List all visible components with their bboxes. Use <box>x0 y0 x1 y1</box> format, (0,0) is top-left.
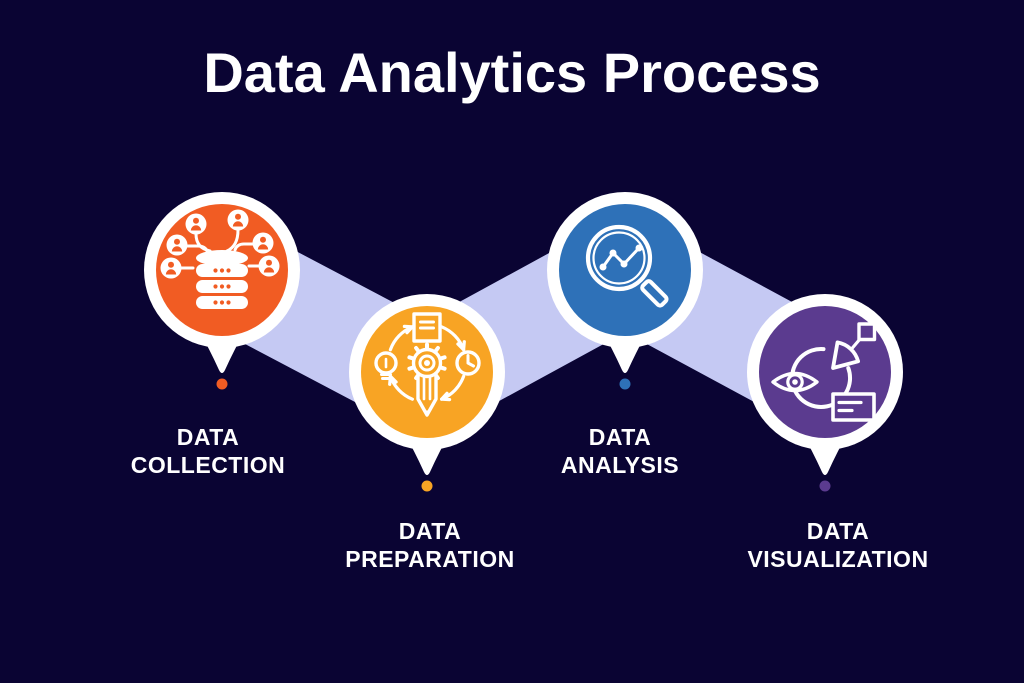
stage-pin-data-analysis <box>547 192 703 373</box>
user-bubbles <box>160 209 280 279</box>
stage-dot-data-collection <box>216 378 228 390</box>
page-title: Data Analytics Process <box>203 41 821 104</box>
stage-label-line: DATA <box>806 518 870 544</box>
stage-label-data-preparation: DATA PREPARATION <box>270 517 590 573</box>
stage-pin-data-preparation <box>349 294 505 475</box>
database-users-icon <box>160 209 280 309</box>
stage-label-data-visualization: DATA VISUALIZATION <box>678 517 998 573</box>
stage-pin-data-collection <box>144 192 300 373</box>
pie-chart-eye-icon <box>771 322 877 422</box>
pin-fill <box>559 204 691 336</box>
stage-label-line: DATA <box>588 424 652 450</box>
stage-label-line: COLLECTION <box>130 452 286 478</box>
stage-dot-data-preparation <box>421 480 433 492</box>
stage-dot-data-analysis <box>619 378 631 390</box>
stage-label-data-collection: DATA COLLECTION <box>48 423 368 479</box>
connector-ribbon <box>197 211 851 441</box>
stage-dot-data-visualization <box>819 480 831 492</box>
process-gear-pencil-icon <box>374 312 481 417</box>
stage-label-line: DATA <box>398 518 462 544</box>
stage-label-line: PREPARATION <box>345 546 515 572</box>
stage-label-line: VISUALIZATION <box>747 546 929 572</box>
stage-label-line: DATA <box>176 424 240 450</box>
magnifier-trend-chart-icon <box>585 224 669 308</box>
stage-pin-data-visualization <box>747 294 903 475</box>
stage-label-line: ANALYSIS <box>560 452 680 478</box>
stage-label-data-analysis: DATA ANALYSIS <box>460 423 780 479</box>
